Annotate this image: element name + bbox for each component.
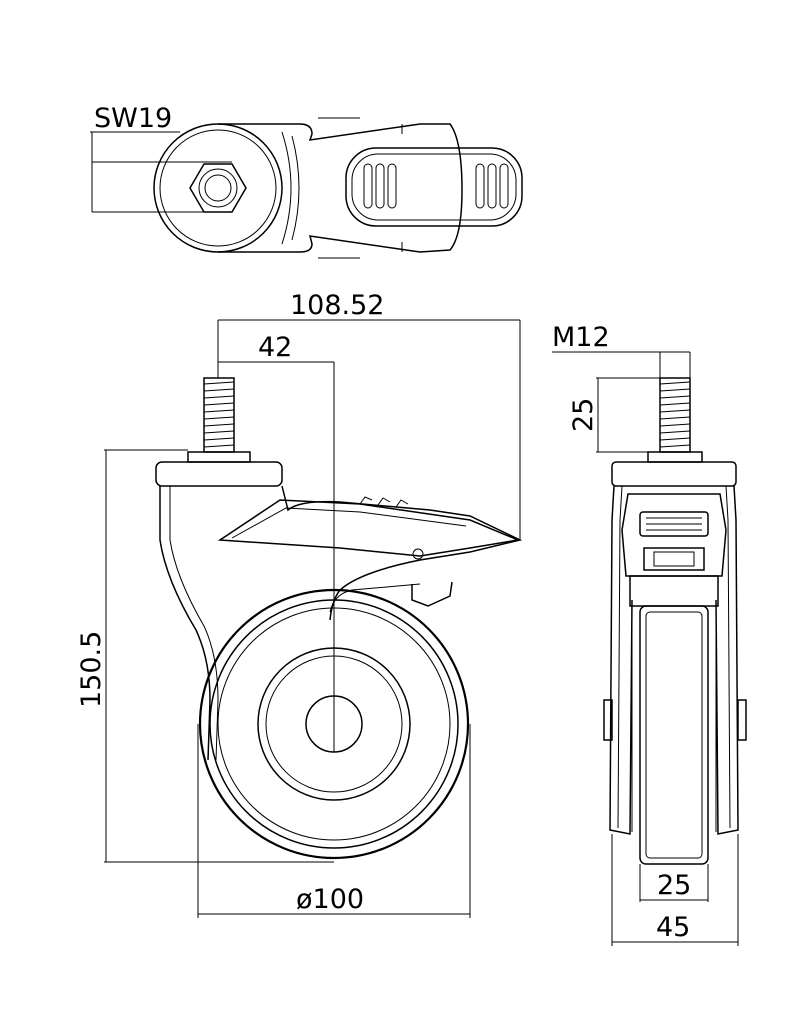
front-axle-bracket xyxy=(629,575,719,607)
front-brake-shoe xyxy=(643,547,705,571)
front-brake-block xyxy=(639,511,709,537)
front-nut xyxy=(647,451,703,463)
front-brake-housing xyxy=(621,493,727,577)
front-brake-shoe-inner xyxy=(653,551,695,567)
top-body-seam-2 xyxy=(291,135,300,241)
top-body-outline xyxy=(218,123,463,253)
hex-nut xyxy=(189,163,247,213)
front-fork-right xyxy=(715,485,739,835)
side-top-plate xyxy=(155,461,283,487)
nut-ring xyxy=(198,168,238,208)
top-body-seam xyxy=(281,131,292,245)
housing-width-label: 45 xyxy=(656,912,690,943)
side-fork-left-edge xyxy=(159,486,211,761)
side-brake-pivot xyxy=(412,548,424,560)
side-brake-lever xyxy=(217,499,521,557)
pedal-grip-4 xyxy=(475,163,485,209)
top-housing-circle xyxy=(153,123,283,253)
front-axle-cap-left xyxy=(603,699,613,741)
wheel-diameter-label: ø100 xyxy=(296,884,364,915)
pedal-grip-1 xyxy=(363,163,373,209)
stem-offset-label: 42 xyxy=(258,332,292,363)
wrench-size-label: SW19 xyxy=(94,103,172,134)
front-view: M12 25 25 45 xyxy=(552,322,747,946)
side-fork-left-inner xyxy=(169,486,219,761)
top-brake-pedal-inner xyxy=(351,153,517,221)
top-brake-pedal xyxy=(345,147,523,227)
front-axle-cap-right xyxy=(737,699,747,741)
top-body-ridges xyxy=(318,117,360,259)
side-nut xyxy=(187,451,251,463)
pedal-grip-3 xyxy=(387,163,397,209)
front-top-plate xyxy=(611,461,737,487)
top-housing-inner-circle xyxy=(159,129,277,247)
side-brake-lever-teeth xyxy=(359,496,409,508)
side-view: 108.52 42 150.5 ø100 xyxy=(76,290,523,918)
stem-length-label: 25 xyxy=(568,398,599,432)
front-wheel xyxy=(639,605,709,865)
front-fork-left xyxy=(609,485,633,835)
pedal-grip-6 xyxy=(499,163,509,209)
front-fork-right-inner xyxy=(725,485,731,829)
nut-bore xyxy=(204,174,232,202)
front-fork-left-inner xyxy=(617,485,623,829)
wheel-width-label: 25 xyxy=(657,870,691,901)
total-height-label: 150.5 xyxy=(76,631,107,708)
side-thread-lines xyxy=(203,381,235,448)
front-wheel-tread xyxy=(645,611,703,859)
overall-reach-label: 108.52 xyxy=(290,290,384,321)
front-thread-lines xyxy=(659,381,691,448)
thread-label: M12 xyxy=(552,322,610,353)
pedal-grip-2 xyxy=(375,163,385,209)
side-fork-brake-outline xyxy=(281,485,523,621)
side-brake-shoe xyxy=(411,581,453,607)
side-brake-link xyxy=(329,583,421,613)
side-brake-lever-inner xyxy=(231,507,467,539)
pedal-grip-5 xyxy=(487,163,497,209)
top-view: SW19 xyxy=(90,103,523,259)
front-brake-block-ribs xyxy=(646,517,702,531)
